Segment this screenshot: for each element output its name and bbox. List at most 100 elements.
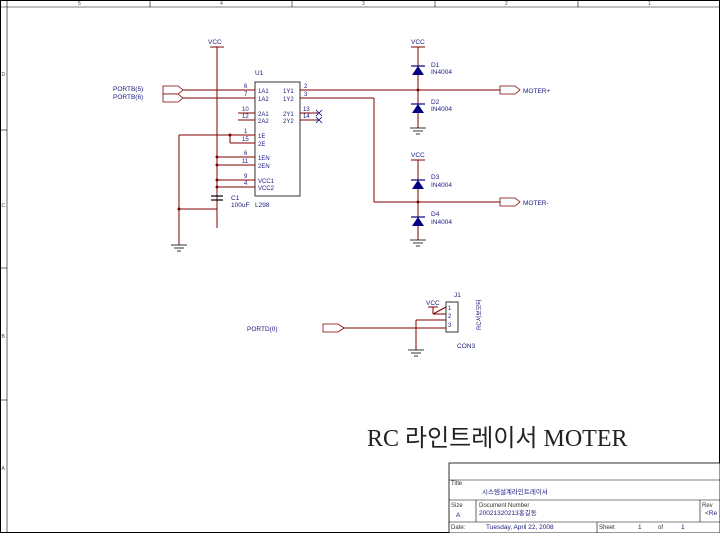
portd0-label: PORTD(0)	[247, 326, 278, 333]
d4-ref: D4	[431, 211, 440, 218]
pin-name: 1A2	[258, 97, 269, 103]
pin-num: 7	[244, 92, 248, 98]
pin-num: 6	[244, 151, 248, 157]
moter-minus-port-flag[interactable]	[499, 197, 521, 207]
title-value: 시스템설계라인트레이서	[482, 487, 548, 496]
title-block	[448, 462, 720, 533]
pin-num: 13	[303, 107, 310, 113]
pin-name: 1Y1	[283, 89, 294, 95]
d4-diode[interactable]	[411, 216, 425, 226]
pin-num: 12	[242, 114, 249, 120]
d3-diode[interactable]	[411, 179, 425, 189]
u1-ref: U1	[255, 70, 264, 77]
ruler-col-1: 1	[648, 1, 651, 7]
pin-name: 1EN	[258, 156, 270, 162]
u1-right-pin-numbers: 2 3 13 14	[303, 84, 310, 120]
vcc-label-d3: VCC	[411, 152, 425, 159]
diode-column-top	[411, 46, 425, 128]
c1-value: 100uF	[231, 202, 249, 209]
pin-num: 9	[244, 174, 248, 180]
portb6-port-flag[interactable]	[162, 93, 184, 103]
vcc-label-u1: VCC	[208, 39, 222, 46]
j1-pin-2: 2	[448, 314, 452, 320]
docnum-value: 20021320213홍길동	[479, 508, 537, 517]
ground-symbol-j1	[408, 349, 424, 357]
pin-name: 2Y1	[283, 112, 294, 118]
u1-left-pin-names: 1A1 1A2 2A1 2A2 1E 2E 1EN 2EN VCC1 VCC2	[258, 89, 275, 192]
d2-value: IN4004	[431, 106, 452, 113]
moter-plus-port-flag[interactable]	[499, 85, 521, 95]
d1-value: IN4004	[431, 69, 452, 76]
diode-column-bottom	[411, 159, 425, 240]
ruler-col-3: 3	[362, 1, 365, 7]
u1-left-pin-lines	[238, 89, 255, 188]
junction-d1-d2	[416, 88, 420, 92]
title-label: Title	[451, 481, 463, 487]
j1-value: CON3	[457, 343, 475, 350]
pin-num: 1	[244, 129, 248, 135]
ruler-row-d: D	[2, 72, 6, 78]
of-label: of	[658, 525, 663, 531]
pin-name: 2Y2	[283, 119, 294, 125]
moter-plus-label: MOTER+	[523, 88, 550, 95]
ruler-col-5: 5	[78, 1, 81, 7]
pin-num: 15	[242, 137, 249, 143]
vcc-symbol-u1	[210, 46, 224, 228]
pin-name: 1A1	[258, 89, 269, 95]
pin-name: 1E	[258, 134, 265, 140]
no-connect-marks	[315, 109, 323, 124]
ruler-col-4: 4	[220, 1, 223, 7]
c1-capacitor[interactable]	[211, 195, 223, 201]
d2-diode[interactable]	[411, 103, 425, 113]
j1-ref: J1	[454, 292, 461, 299]
junction-d3-d4	[416, 200, 420, 204]
portd0-port-flag[interactable]	[322, 323, 345, 333]
size-label: Size	[451, 503, 463, 509]
j1-pin-3: 3	[448, 323, 452, 329]
u1-right-pin-lines	[300, 89, 318, 121]
u1-l298-body[interactable]	[254, 81, 301, 197]
size-value: A	[456, 512, 461, 519]
ruler-row-a: A	[2, 466, 6, 472]
output-wiring	[318, 89, 500, 203]
vcc-label-j1: VCC	[426, 300, 440, 307]
date-label: Date:	[451, 525, 466, 531]
pin-name: 2A2	[258, 119, 269, 125]
d4-value: IN4004	[431, 219, 452, 226]
d1-diode[interactable]	[411, 65, 425, 75]
d1-ref: D1	[431, 62, 440, 69]
ruler-row-b: B	[2, 334, 6, 340]
pin-name: 1Y2	[283, 97, 294, 103]
schematic-heading: RC 라인트레이서 MOTER	[367, 425, 628, 452]
portb6-label: PORTB(6)	[113, 94, 143, 101]
portb5-label: PORTB(5)	[113, 86, 143, 93]
ground-symbol-d2	[410, 127, 426, 135]
portb5-port-flag[interactable]	[162, 85, 184, 95]
d3-ref: D3	[431, 174, 440, 181]
u1-right-pin-names: 1Y1 1Y2 2Y1 2Y2	[283, 89, 294, 125]
docnum-label: Document Number	[479, 503, 529, 509]
ground-symbol-u1	[171, 244, 187, 252]
j1-connector-body[interactable]	[445, 301, 459, 333]
pin-num: 3	[304, 92, 308, 98]
rev-label: Rev	[702, 503, 713, 509]
vcc-label-d1: VCC	[411, 39, 425, 46]
pin-name: VCC1	[258, 179, 275, 185]
rev-value: <Re	[705, 510, 717, 517]
sheet-label: Sheet	[599, 525, 615, 531]
sheet-value: 1	[638, 524, 642, 531]
junction-dots-u1	[177, 133, 232, 211]
pin-num: 14	[303, 114, 310, 120]
sheets-value: 1	[681, 524, 685, 531]
ground-symbol-d4	[410, 239, 426, 247]
pin-name: 2A1	[258, 112, 269, 118]
moter-minus-label: MOTER-	[523, 200, 549, 207]
pin-name: 2E	[258, 142, 265, 148]
date-value: Tuesday, April 22, 2008	[486, 524, 554, 531]
pin-name: VCC2	[258, 186, 275, 192]
u1-part: L298	[255, 202, 270, 209]
pin-num: 6	[244, 84, 248, 90]
j1-pin-1: 1	[448, 306, 452, 312]
